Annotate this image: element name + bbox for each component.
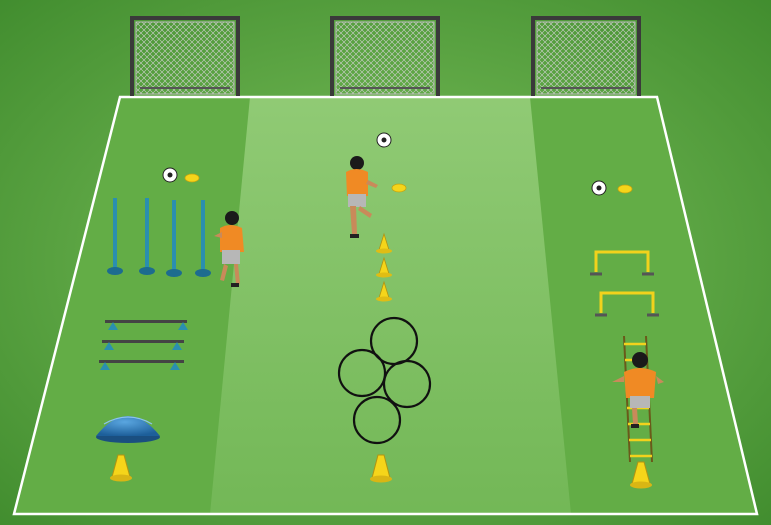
goal-left: [132, 18, 238, 96]
flat-cone-left: [185, 174, 199, 182]
ball-center: [377, 133, 391, 147]
goal-center: [332, 18, 438, 96]
flat-cone-center: [392, 184, 406, 192]
ball-right: [592, 181, 606, 195]
pitch: [14, 97, 757, 514]
ball-left: [163, 168, 177, 182]
goal-right: [533, 18, 639, 96]
center-lane: [210, 97, 571, 514]
flat-cone-right: [618, 185, 632, 193]
